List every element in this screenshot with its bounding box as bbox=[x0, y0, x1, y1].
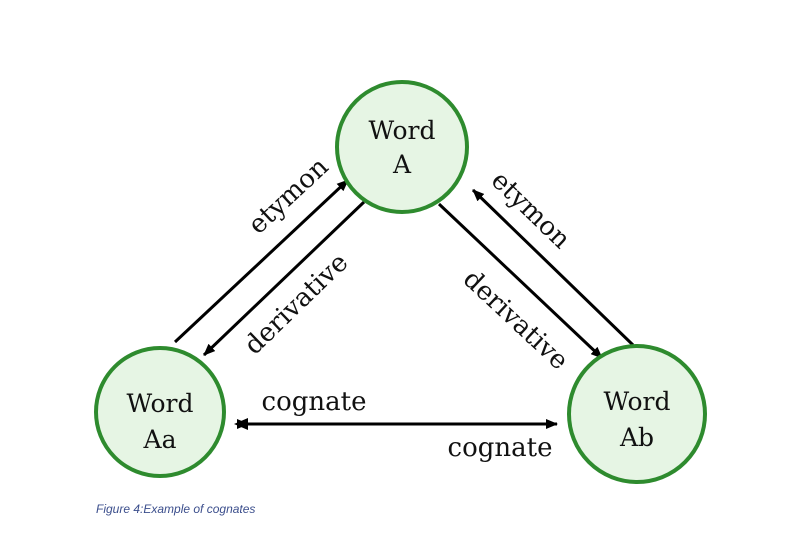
node-word-ab-line1: Word bbox=[603, 387, 670, 416]
node-word-aa: Word Aa bbox=[94, 346, 226, 478]
edge-ab-to-a-arrow bbox=[471, 188, 635, 347]
edge-label-etymon-left: etymon bbox=[243, 152, 335, 241]
node-word-aa-line2: Aa bbox=[143, 425, 177, 454]
node-word-ab-circle bbox=[567, 344, 707, 484]
edge-a-to-aa-arrow bbox=[202, 200, 366, 357]
edge-label-cognate-top: cognate bbox=[262, 387, 367, 417]
node-word-a: Word A bbox=[335, 80, 469, 214]
edge-label-cognate-bottom: cognate bbox=[448, 433, 553, 463]
edge-label-derivative-right: derivative bbox=[457, 264, 574, 376]
cognate-left-arrowhead bbox=[234, 418, 248, 430]
node-word-a-circle bbox=[335, 80, 469, 214]
node-word-a-line2: A bbox=[392, 150, 412, 179]
edge-aa-to-a-arrow bbox=[173, 178, 350, 344]
edge-label-etymon-right: etymon bbox=[485, 166, 576, 256]
node-word-aa-line1: Word bbox=[126, 389, 193, 418]
node-word-ab-line2: Ab bbox=[619, 423, 654, 452]
node-word-ab: Word Ab bbox=[567, 344, 707, 484]
edge-a-to-ab-arrow bbox=[437, 202, 604, 360]
figure-caption: Figure 4:Example of cognates bbox=[96, 502, 256, 516]
node-word-aa-circle bbox=[94, 346, 226, 478]
node-word-a-line1: Word bbox=[368, 116, 435, 145]
